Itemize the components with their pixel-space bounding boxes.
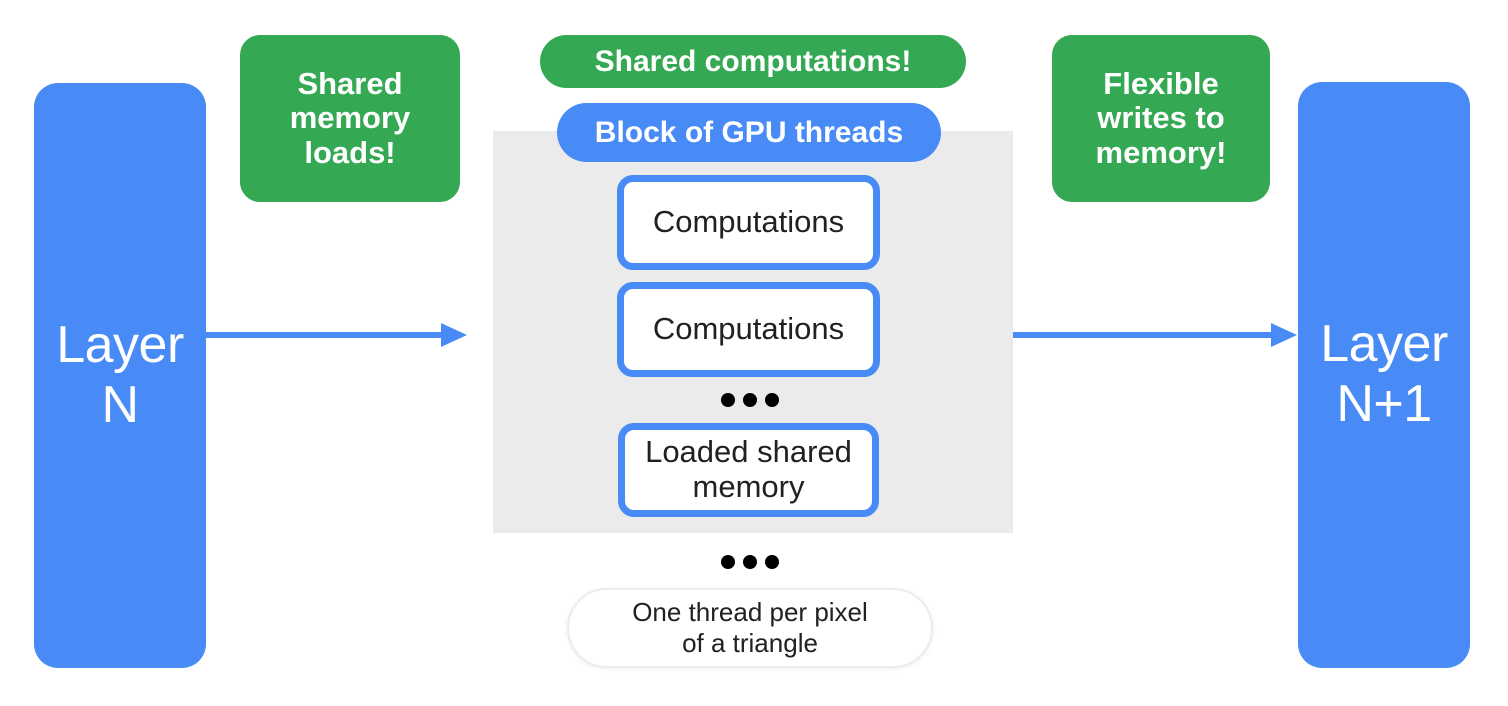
ellipsis-icon xyxy=(721,393,779,407)
dot-icon xyxy=(721,393,735,407)
computations-box-2: Computations xyxy=(617,282,880,377)
layer-n-plus-1-block: Layer N+1 xyxy=(1298,82,1470,668)
callout-shared-computations: Shared computations! xyxy=(540,35,966,88)
ellipsis-icon xyxy=(721,555,779,569)
callout-shared-memory-loads: Shared memory loads! xyxy=(240,35,460,202)
dot-icon xyxy=(765,393,779,407)
computations-box-1: Computations xyxy=(617,175,880,270)
layer-n-block: Layer N xyxy=(34,83,206,668)
callout-flexible-writes: Flexible writes to memory! xyxy=(1052,35,1270,202)
arrow-left-to-block-line xyxy=(205,332,444,338)
arrow-right-icon xyxy=(1271,323,1297,347)
dot-icon xyxy=(721,555,735,569)
gpu-thread-block-label: Block of GPU threads xyxy=(557,103,941,162)
arrow-right-icon xyxy=(441,323,467,347)
loaded-shared-memory-box: Loaded shared memory xyxy=(618,423,879,517)
dot-icon xyxy=(743,393,757,407)
dot-icon xyxy=(765,555,779,569)
arrow-block-to-right-line xyxy=(1013,332,1273,338)
thread-note-pill: One thread per pixel of a triangle xyxy=(567,588,933,668)
dot-icon xyxy=(743,555,757,569)
